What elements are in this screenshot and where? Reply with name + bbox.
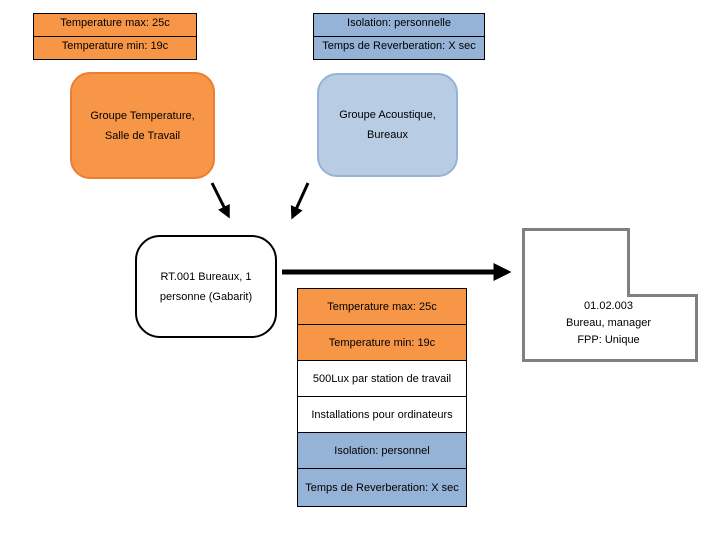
acoustic-constraints-table: Isolation: personnelle Temps de Reverber… <box>313 13 485 60</box>
room-outline <box>522 228 698 362</box>
temperature-constraints-table: Temperature max: 25c Temperature min: 19… <box>33 13 197 60</box>
table-row: Temperature max: 25c <box>298 289 466 325</box>
room-shape <box>522 228 698 362</box>
groupe-acoustique-node: Groupe Acoustique, Bureaux <box>317 73 458 177</box>
node-label-line: Salle de Travail <box>104 129 181 142</box>
table-row: Temperature min: 19c <box>298 325 466 361</box>
node-label-line: personne (Gabarit) <box>159 290 253 303</box>
table-row: Temps de Reverberation: X sec <box>322 40 476 52</box>
room-label-line: FPP: Unique <box>577 334 640 346</box>
requirements-table: Temperature max: 25c Temperature min: 19… <box>297 288 467 507</box>
gabarit-node: RT.001 Bureaux, 1 personne (Gabarit) <box>135 235 277 338</box>
room-label-line: 01.02.003 <box>584 300 633 312</box>
groupe-temperature-node: Groupe Temperature, Salle de Travail <box>70 72 215 179</box>
table-row: Isolation: personnelle <box>314 14 484 37</box>
room-label-line: Bureau, manager <box>566 317 651 329</box>
table-row: Isolation: personnel <box>298 433 466 469</box>
node-label-line: RT.001 Bureaux, 1 <box>160 270 252 283</box>
table-row: Installations pour ordinateurs <box>298 397 466 433</box>
table-row: Temperature min: 19c <box>61 40 169 52</box>
table-row: Temps de Reverberation: X sec <box>298 469 466 506</box>
table-row: Temperature max: 25c <box>34 14 196 37</box>
arrow-groupe-acoustique-to-gabarit <box>290 182 310 220</box>
table-row: 500Lux par station de travail <box>298 361 466 397</box>
room-label: 01.02.003 Bureau, manager FPP: Unique <box>522 298 695 349</box>
node-label-line: Groupe Acoustique, <box>339 109 436 121</box>
node-label-line: Bureaux <box>367 129 408 141</box>
node-label-line: Groupe Temperature, <box>90 109 195 122</box>
arrow-groupe-temperature-to-gabarit <box>210 182 230 219</box>
